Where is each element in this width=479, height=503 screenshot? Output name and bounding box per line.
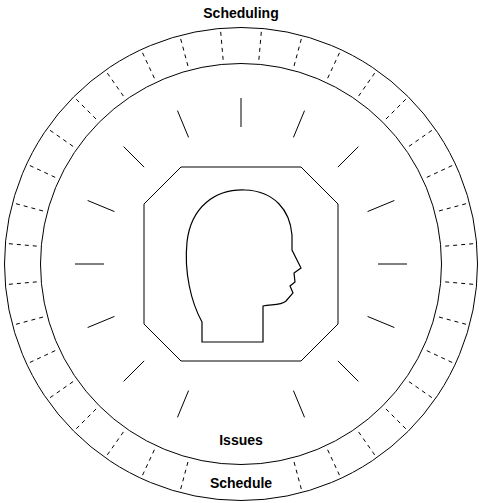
circle-outline	[40, 63, 442, 465]
radial-tick	[75, 264, 104, 265]
head-silhouette	[186, 190, 301, 342]
radial-tick	[124, 147, 145, 168]
dashed-tick	[439, 317, 467, 325]
dashed-tick	[439, 203, 467, 211]
dashed-tick	[15, 203, 43, 211]
dashed-tick	[76, 99, 97, 120]
radial-tick	[88, 316, 115, 327]
circle-line	[5, 28, 478, 501]
dashed-tick	[49, 382, 73, 399]
dashed-tick	[445, 244, 474, 247]
dashed-tick	[294, 462, 302, 490]
circle-band: Issues	[40, 63, 442, 465]
label-holder: Schedule	[209, 474, 273, 492]
radial-tick	[338, 361, 359, 382]
ring-label: Scheduling	[202, 5, 279, 21]
dashed-tick	[221, 31, 224, 60]
dashed-tick	[29, 351, 55, 363]
dashed-tick	[328, 52, 340, 78]
dashed-tick	[142, 52, 154, 78]
label-holder: Scheduling	[202, 4, 279, 22]
ring-label: Issues	[218, 432, 264, 448]
dashed-tick	[29, 165, 55, 177]
dashed-tick	[8, 282, 37, 285]
dashed-tick	[359, 72, 376, 96]
circle-band: SchedulingScheduleIssues	[4, 27, 478, 501]
dashed-tick	[409, 130, 433, 147]
dashed-tick	[386, 409, 407, 430]
dashed-tick	[8, 244, 37, 247]
radial-tick	[338, 147, 359, 168]
dashed-tick	[445, 282, 474, 285]
dashed-tick	[76, 409, 97, 430]
radial-tick	[177, 391, 188, 418]
tick-marks	[8, 31, 474, 490]
radial-tick	[241, 98, 242, 127]
ring-label: Schedule	[209, 475, 273, 491]
dashed-tick	[15, 317, 43, 325]
dashed-tick	[259, 31, 262, 60]
dashed-tick	[107, 432, 124, 456]
dashed-tick	[427, 165, 453, 177]
dashed-tick	[409, 382, 433, 399]
label-holder: Issues	[218, 431, 264, 449]
radial-tick	[293, 111, 304, 138]
dashed-tick	[328, 450, 340, 476]
dashed-tick	[142, 450, 154, 476]
dashed-tick	[180, 462, 188, 490]
dashed-tick	[359, 432, 376, 456]
radial-tick	[368, 316, 395, 327]
octagon-frame	[144, 167, 338, 361]
dashed-tick	[180, 38, 188, 66]
radial-tick	[88, 200, 115, 211]
circle-outline	[4, 27, 478, 501]
dashed-tick	[294, 38, 302, 66]
radial-tick	[378, 264, 407, 265]
radial-tick	[124, 361, 145, 382]
radial-tick	[368, 200, 395, 211]
dashed-tick	[427, 351, 453, 363]
radial-tick	[177, 111, 188, 138]
dashed-tick	[107, 72, 124, 96]
dashed-tick	[386, 99, 407, 120]
dashed-tick	[49, 130, 73, 147]
circle-line	[41, 64, 442, 465]
radial-tick	[293, 391, 304, 418]
